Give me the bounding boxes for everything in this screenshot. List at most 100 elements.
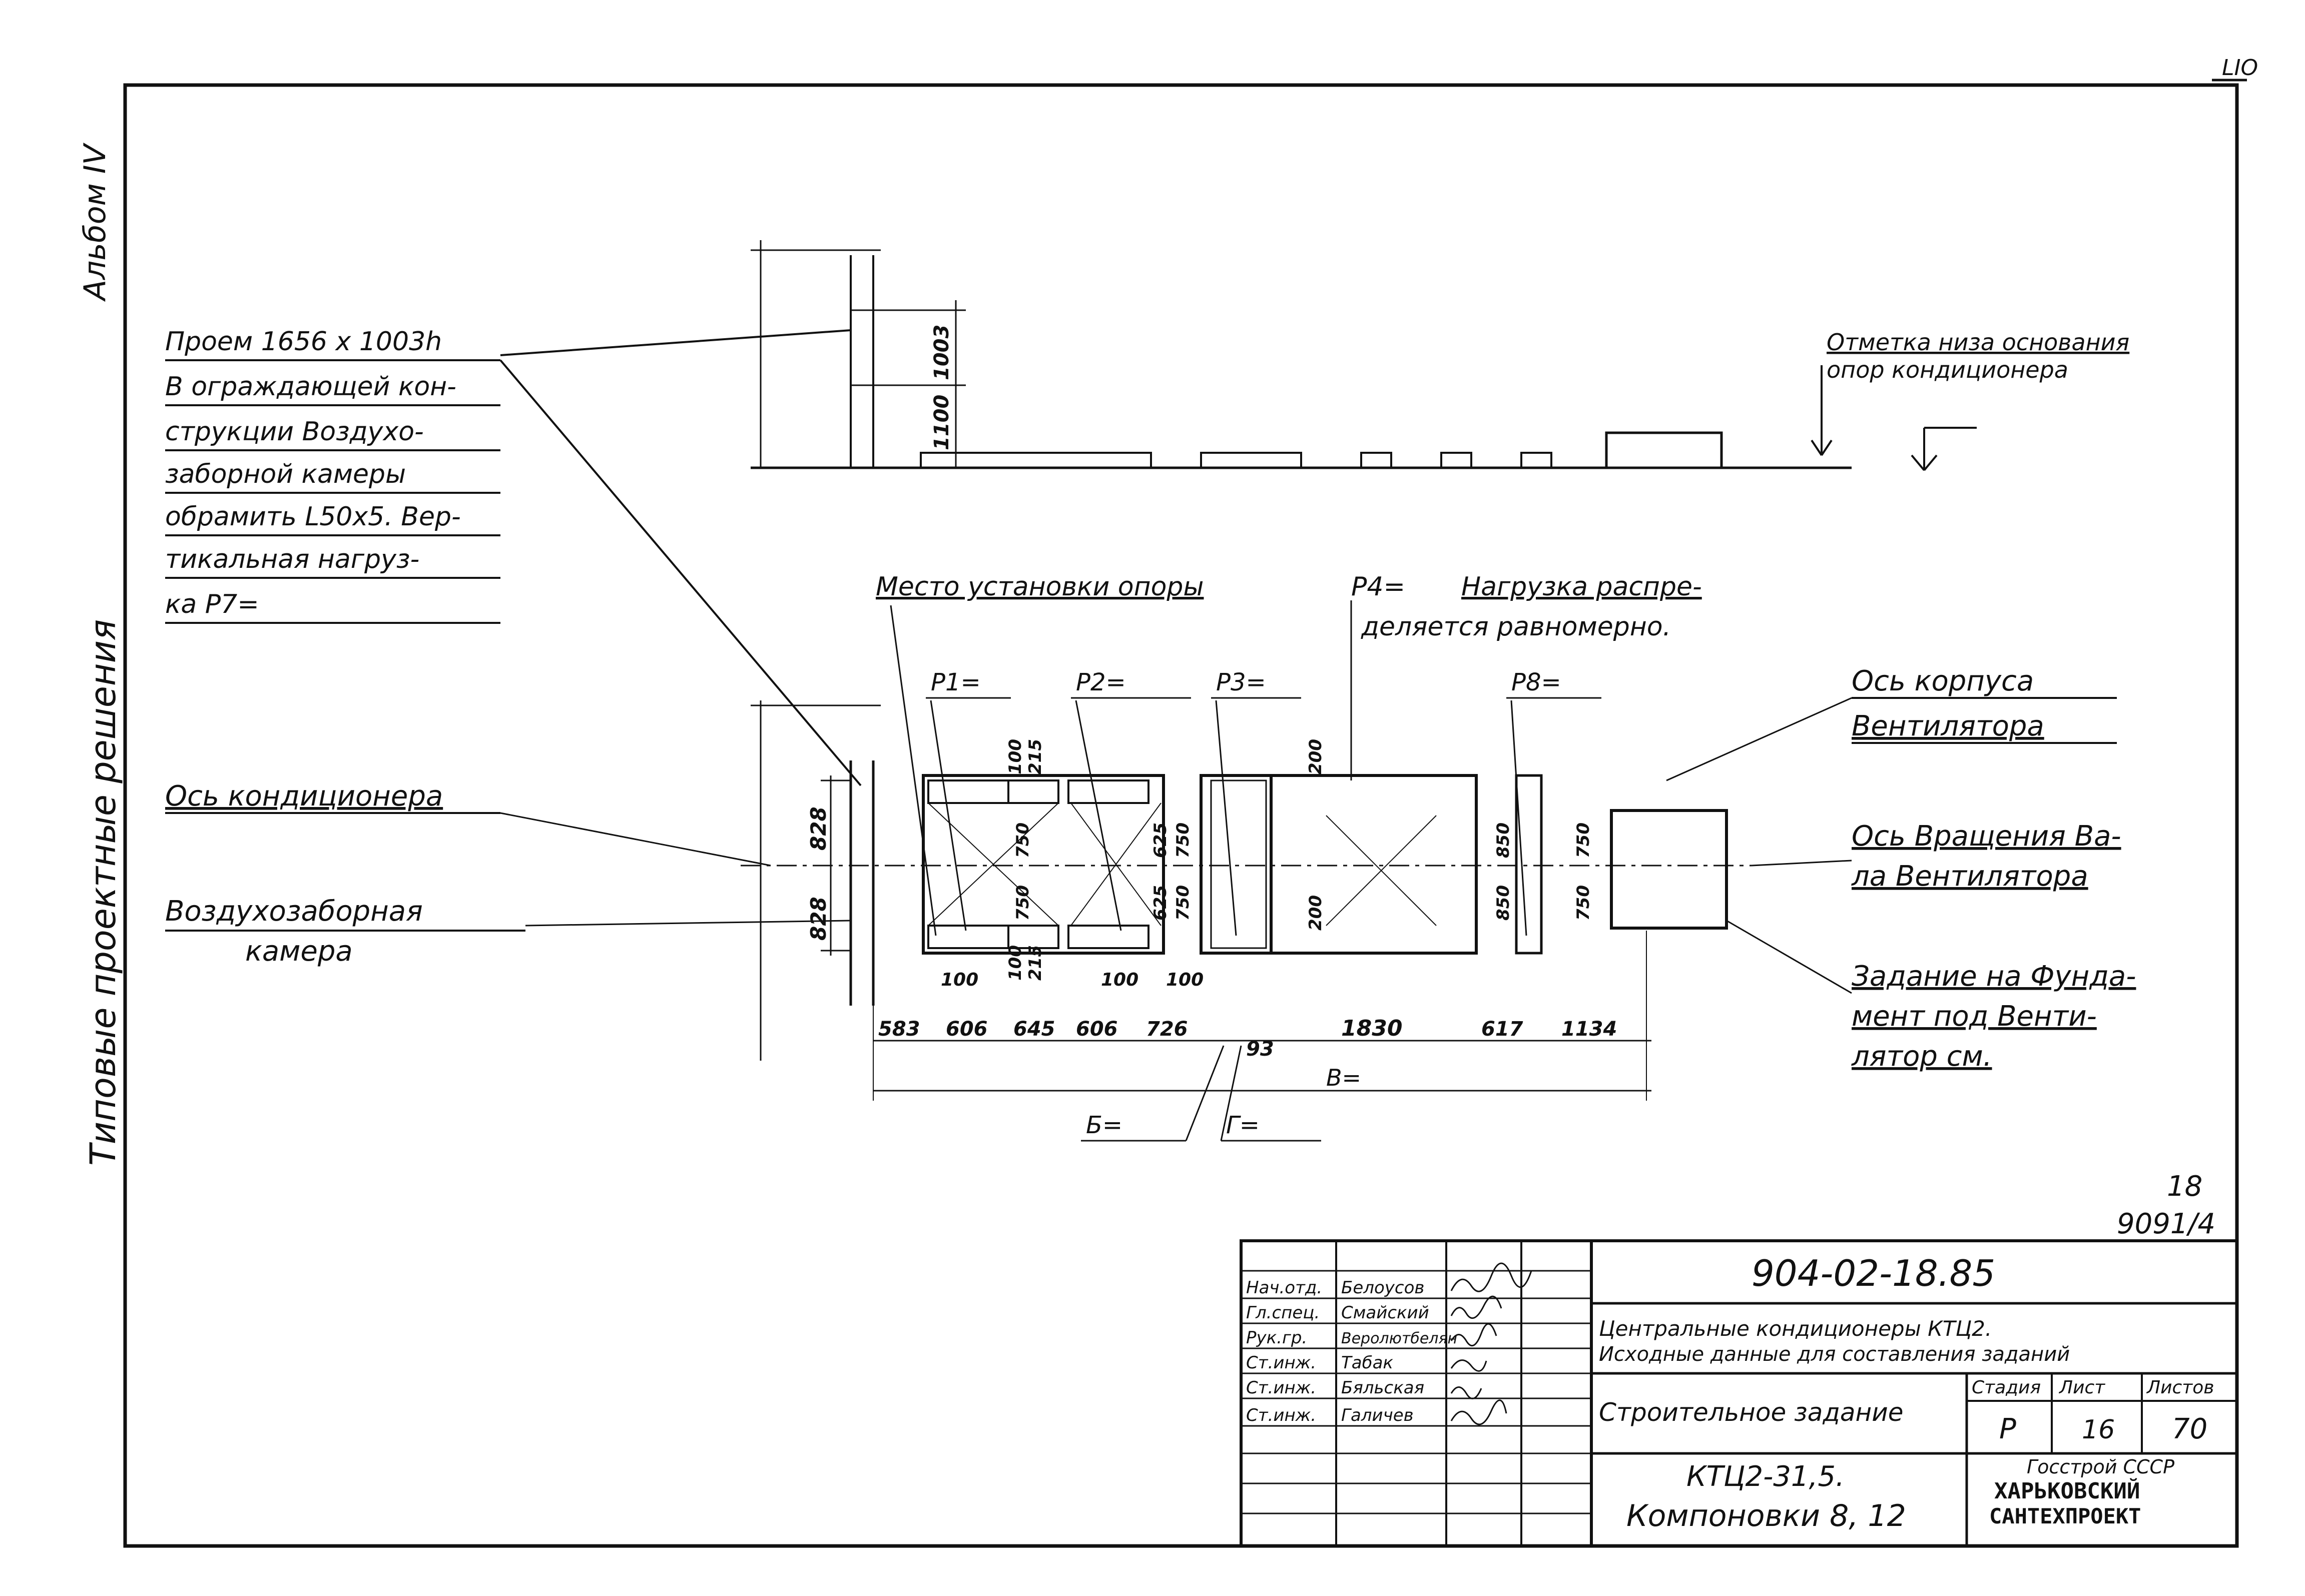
foundation-1: Задание на Фунда- [1852,960,2136,993]
svg-text:Лист: Лист [2058,1377,2105,1398]
elev-dim-1003: 1003 [930,325,953,380]
svg-text:Ст.инж.: Ст.инж. [1246,1405,1316,1425]
svg-text:750: 750 [1573,885,1593,921]
sheet-ref-bottom: 9091/4 [2117,1208,2215,1240]
svg-text:750: 750 [1173,885,1193,921]
series-label: Типовые проектные решения [83,619,124,1166]
svg-text:750: 750 [1573,823,1593,858]
elev-dim-1100: 1100 [930,395,953,450]
svg-text:Листов: Листов [2146,1377,2214,1398]
org-3: САНТЕХПРОЕКТ [1989,1504,2141,1528]
elevation-note-2: опор кондиционера [1827,356,2068,383]
p3-label: Р3= [1216,668,1266,696]
b-label: Б= [1086,1111,1122,1139]
svg-text:обрамить L50x5. Вер-: обрамить L50x5. Вер- [165,502,461,532]
svg-text:100: 100 [941,970,978,990]
corner-mark: LIO [2222,55,2258,81]
intake-label-2: камера [245,935,353,968]
org-2: ХАРЬКОВСКИЙ [1994,1477,2140,1504]
variant-1: КТЦ2-31,5. [1686,1460,1845,1493]
svg-text:617: 617 [1481,1018,1523,1041]
g-label: Г= [1226,1111,1260,1139]
conditioner-axis-label: Ось кондиционера [165,780,443,813]
svg-text:В ограждающей кон-: В ограждающей кон- [165,372,456,402]
svg-text:100: 100 [1101,970,1138,990]
dim-v: В= [1326,1064,1361,1091]
signature-4 [1450,1359,1487,1372]
svg-text:Бяльская: Бяльская [1341,1378,1424,1398]
load-dist-2: деляется равномерно. [1361,612,1671,642]
dim-828-bot: 828 [806,897,831,941]
svg-text:100: 100 [1005,945,1025,981]
p2-label: Р2= [1076,668,1126,696]
svg-text:606: 606 [946,1018,988,1041]
svg-text:Табак: Табак [1341,1353,1393,1373]
svg-text:200: 200 [1306,895,1326,931]
plan-view: 828 828 100 215 750 750 100 215 625 [741,700,1752,1142]
svg-text:Проем 1656 x 1003h: Проем 1656 x 1003h [165,327,442,357]
svg-text:Нач.отд.: Нач.отд. [1246,1278,1322,1298]
svg-text:100: 100 [1166,970,1204,990]
foundation-3: лятор см. [1851,1040,1992,1073]
fan-shaft-axis-2: ла Вентилятора [1851,860,2088,893]
svg-text:215: 215 [1025,945,1045,981]
signature-5 [1450,1386,1482,1399]
opening-callout: Проем 1656 x 1003h В ограждающей кон- ст… [165,327,862,786]
fan-body-axis-2: Вентилятора [1852,710,2044,742]
svg-text:Ст.инж.: Ст.инж. [1246,1378,1316,1398]
svg-text:200: 200 [1306,739,1326,774]
signature-2 [1450,1295,1502,1319]
svg-text:750: 750 [1013,885,1033,921]
title-block: Нач.отд. Гл.спец. Рук.гр. Ст.инж. Ст.инж… [1240,1239,2238,1547]
signature-1 [1450,1262,1532,1292]
p8-label: Р8= [1511,668,1561,696]
sheet-value: 16 [2082,1415,2115,1445]
svg-text:850: 850 [1493,885,1513,921]
svg-text:750: 750 [1173,823,1193,858]
svg-text:606: 606 [1076,1018,1118,1041]
svg-text:Ст.инж.: Ст.инж. [1246,1353,1316,1373]
svg-text:Белоусов: Белоусов [1341,1278,1424,1298]
svg-text:Галичев: Галичев [1341,1405,1414,1425]
svg-text:726: 726 [1146,1018,1188,1041]
svg-text:ка Р7=: ка Р7= [165,589,259,619]
svg-text:Рук.гр.: Рук.гр. [1246,1328,1307,1348]
svg-text:тикальная нагруз-: тикальная нагруз- [165,544,419,574]
svg-text:100: 100 [1005,739,1025,774]
svg-text:583: 583 [878,1018,920,1041]
sheets-value: 70 [2172,1413,2207,1445]
svg-text:215: 215 [1025,739,1045,774]
sheet-frame [123,83,2239,1548]
intake-label-1: Воздухозаборная [165,895,423,928]
svg-text:Веролютбелян: Веролютбелян [1341,1330,1457,1347]
svg-text:заборной камеры: заборной камеры [165,459,406,489]
org-1: Госстрой СССР [2027,1456,2174,1478]
fan-body-axis-1: Ось корпуса [1852,665,2034,697]
album-label: Альбом IV [78,143,113,302]
doc-title-1: Центральные кондиционеры КТЦ2. [1599,1316,1992,1341]
foundation-2: мент под Венти- [1852,1000,2097,1033]
doc-title-2: Исходные данные для составления заданий [1599,1343,2070,1366]
svg-text:93: 93 [1246,1038,1274,1061]
svg-text:Стадия: Стадия [1972,1377,2041,1398]
svg-text:750: 750 [1013,823,1033,858]
elevation-view: 1100 1003 [751,240,1977,471]
svg-text:1134: 1134 [1561,1018,1617,1041]
svg-text:струкции Воздухо-: струкции Воздухо- [165,417,424,447]
dim-828-top: 828 [806,807,831,851]
svg-text:1830: 1830 [1341,1016,1402,1041]
svg-text:Смайский: Смайский [1341,1303,1429,1323]
signature-3 [1450,1323,1497,1347]
doc-name: Строительное задание [1599,1398,1904,1427]
variant-2: Компоновки 8, 12 [1626,1498,1906,1533]
svg-text:Гл.спец.: Гл.спец. [1246,1303,1320,1323]
svg-text:850: 850 [1493,823,1513,858]
load-dist-1: Нагрузка распре- [1461,572,1702,602]
support-place-label: Место установки опоры [876,572,1204,602]
svg-text:645: 645 [1013,1018,1055,1041]
sheet-ref-top: 18 [2167,1170,2202,1203]
fan-outline [1610,809,1728,930]
signature-6 [1450,1399,1507,1425]
stage-value: Р [1999,1413,2016,1445]
